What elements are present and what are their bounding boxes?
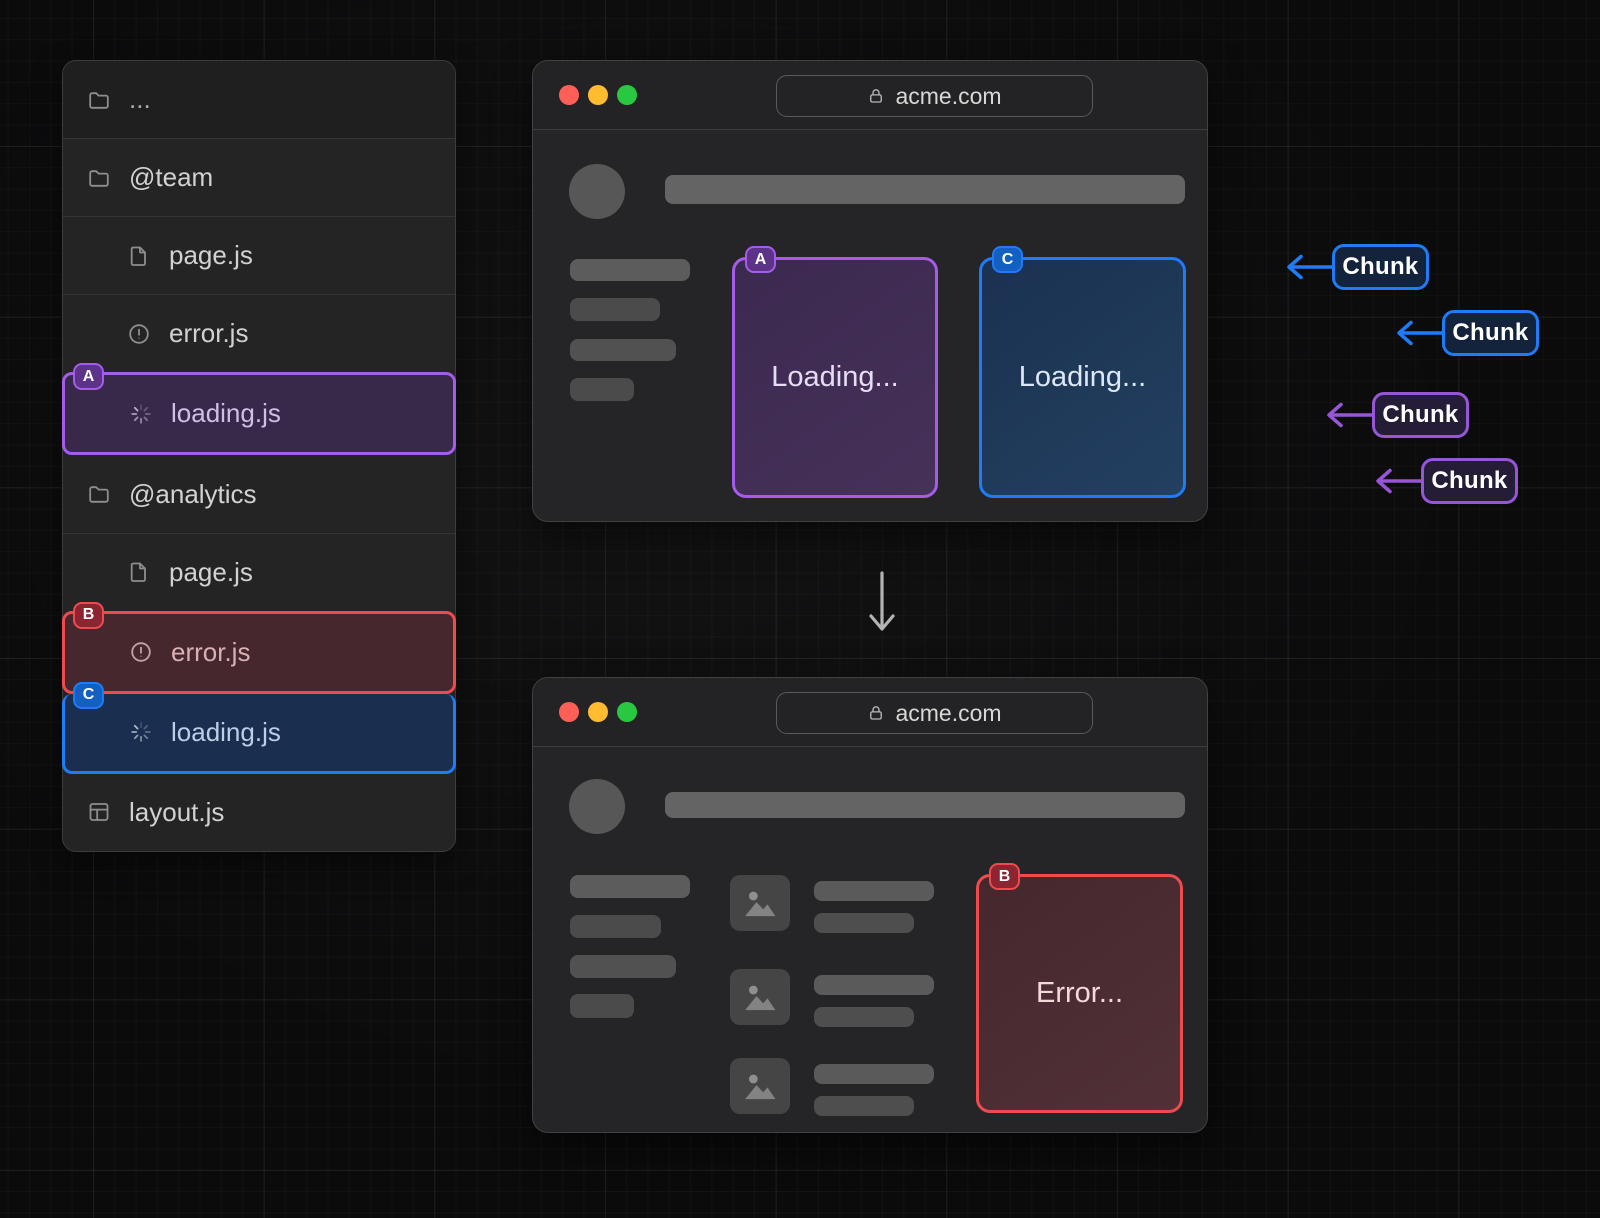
text-skeleton xyxy=(814,1096,914,1116)
tree-item-layout-js: layout.js xyxy=(63,774,455,851)
chunk-callout-2: Chunk xyxy=(1388,310,1539,356)
tree-item-label: error.js xyxy=(171,636,251,667)
card-label: Loading... xyxy=(1018,361,1147,393)
marker-badge-a: A xyxy=(73,363,104,391)
text-skeleton xyxy=(570,875,690,898)
spinner-icon xyxy=(129,402,153,426)
chunk-callout-3: Chunk xyxy=(1318,392,1469,438)
header-skeleton xyxy=(665,175,1185,204)
tree-item-@team: @team xyxy=(63,138,455,216)
loading-card: A Loading... xyxy=(732,246,938,498)
text-skeleton xyxy=(570,259,690,281)
chunk-callout-4: Chunk xyxy=(1367,458,1518,504)
file-icon xyxy=(127,244,151,268)
marker-badge-c: C xyxy=(73,681,104,709)
image-placeholder xyxy=(730,1058,790,1114)
lock-icon xyxy=(870,706,883,720)
marker-badge-a: A xyxy=(745,246,776,273)
url-text: acme.com xyxy=(895,82,1002,109)
marker-badge-b: B xyxy=(989,863,1020,890)
alert-icon xyxy=(129,640,153,664)
tree-item-label: page.js xyxy=(169,556,253,587)
tree-item-page-js: page.js xyxy=(63,532,455,611)
error-card: B Error... xyxy=(976,863,1183,1113)
text-skeleton xyxy=(814,1064,934,1084)
tree-item-label: @team xyxy=(129,162,214,193)
minimize-button-icon xyxy=(588,85,608,105)
arrow-left-icon xyxy=(1388,310,1442,356)
file-icon xyxy=(127,560,151,584)
close-button-icon xyxy=(559,85,579,105)
chunk-label: Chunk xyxy=(1442,310,1539,356)
lock-icon xyxy=(870,89,883,103)
text-skeleton xyxy=(814,975,934,995)
text-skeleton xyxy=(570,298,660,321)
chunk-label: Chunk xyxy=(1421,458,1518,504)
url-bar: acme.com xyxy=(776,75,1093,117)
browser-window-loading: acme.com A Loading... C Loading... xyxy=(532,60,1208,522)
layout-icon xyxy=(87,800,111,824)
card-label: Error... xyxy=(1035,977,1123,1009)
traffic-lights xyxy=(559,702,637,722)
text-skeleton xyxy=(814,881,934,901)
tree-item-label: ... xyxy=(129,84,151,115)
text-skeleton xyxy=(570,378,634,401)
text-skeleton xyxy=(570,955,676,978)
text-skeleton xyxy=(570,915,661,938)
traffic-lights xyxy=(559,85,637,105)
avatar xyxy=(569,164,625,219)
url-bar: acme.com xyxy=(776,692,1093,734)
tree-item-error-js: error.js xyxy=(63,294,455,372)
zoom-button-icon xyxy=(617,702,637,722)
spinner-icon xyxy=(129,720,153,744)
tree-item-label: error.js xyxy=(169,318,249,349)
folder-icon xyxy=(87,166,111,190)
tree-item-label: layout.js xyxy=(129,796,225,827)
marker-badge-c: C xyxy=(992,246,1023,273)
image-icon xyxy=(738,976,782,1018)
folder-icon xyxy=(87,482,111,506)
chunk-label: Chunk xyxy=(1332,244,1429,290)
arrow-left-icon xyxy=(1278,244,1332,290)
browser-window-error: acme.com B Error... xyxy=(532,677,1208,1133)
image-icon xyxy=(738,882,782,924)
titlebar: acme.com xyxy=(533,61,1207,130)
text-skeleton xyxy=(570,994,634,1018)
tree-item-label: page.js xyxy=(169,240,253,271)
text-skeleton xyxy=(570,339,676,361)
loading-card: C Loading... xyxy=(979,246,1186,498)
image-placeholder xyxy=(730,875,790,931)
tree-item-@analytics: @analytics xyxy=(63,455,455,532)
chunk-label: Chunk xyxy=(1372,392,1469,438)
card-label: Loading... xyxy=(771,361,899,393)
chunk-callout-1: Chunk xyxy=(1278,244,1429,290)
text-skeleton xyxy=(814,1007,914,1027)
tree-item-page-js: page.js xyxy=(63,216,455,294)
alert-icon xyxy=(127,322,151,346)
tree-item-root: ... xyxy=(63,61,455,139)
titlebar: acme.com xyxy=(533,678,1207,747)
close-button-icon xyxy=(559,702,579,722)
text-skeleton xyxy=(814,913,914,933)
image-placeholder xyxy=(730,969,790,1025)
minimize-button-icon xyxy=(588,702,608,722)
flow-down-arrow-icon xyxy=(869,571,895,631)
marker-badge-b: B xyxy=(73,601,104,629)
image-icon xyxy=(738,1065,782,1107)
tree-item-label: loading.js xyxy=(171,716,281,747)
tree-item-label: loading.js xyxy=(171,398,281,429)
tree-item-label: @analytics xyxy=(129,478,257,509)
url-text: acme.com xyxy=(895,699,1002,726)
avatar xyxy=(569,779,625,834)
header-skeleton xyxy=(665,792,1185,818)
folder-icon xyxy=(87,88,111,112)
arrow-left-icon xyxy=(1367,458,1421,504)
zoom-button-icon xyxy=(617,85,637,105)
arrow-left-icon xyxy=(1318,392,1372,438)
